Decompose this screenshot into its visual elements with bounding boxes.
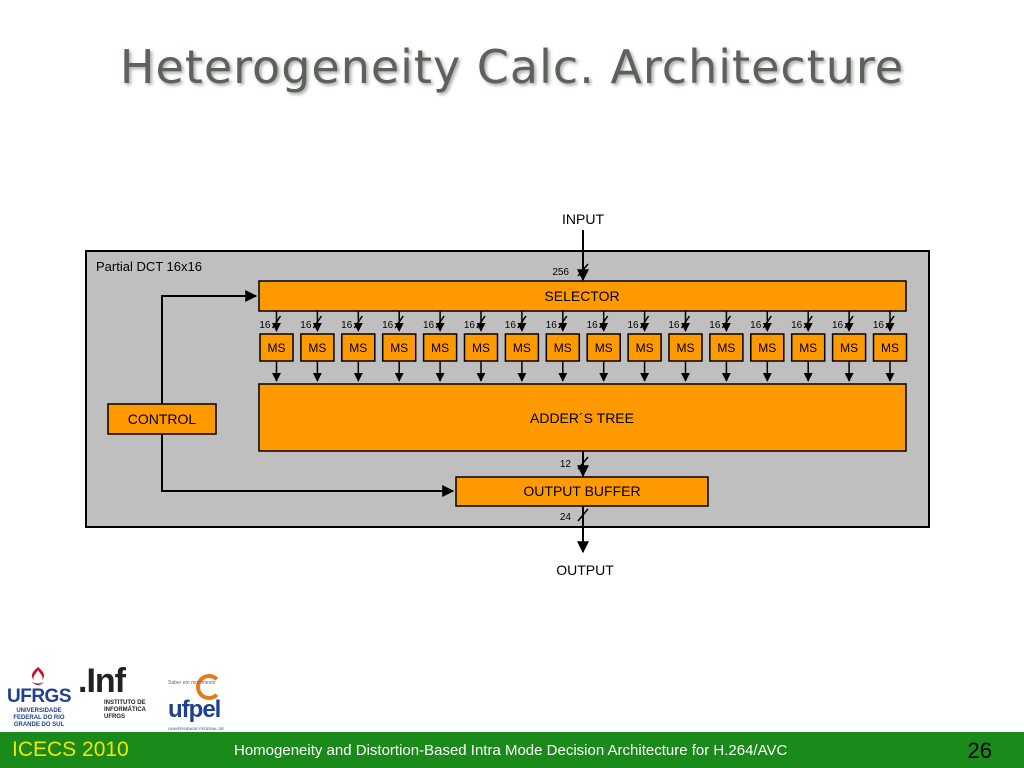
adder-bus-slash bbox=[577, 456, 589, 470]
ms-block bbox=[709, 333, 744, 362]
ms-bus-slash bbox=[353, 315, 363, 329]
ms-bus-slash bbox=[762, 315, 772, 329]
ms-bus-width: 16 bbox=[627, 320, 639, 331]
ms-bus-width: 16 bbox=[587, 320, 599, 331]
ufpel-tagline: Saber em movimento bbox=[168, 680, 216, 686]
ms-block bbox=[750, 333, 785, 362]
ms-bus-slash bbox=[558, 315, 568, 329]
ufrgs-subtitle: UNIVERSIDADE FEDERAL DO RIO GRANDE DO SU… bbox=[13, 708, 65, 728]
ms-bus-slash bbox=[803, 315, 813, 329]
inf-name: .Inf bbox=[78, 662, 126, 700]
ms-bus-width: 16 bbox=[382, 320, 394, 331]
output-buffer-block bbox=[455, 476, 709, 507]
ms-bus-width: 16 bbox=[300, 320, 312, 331]
ms-bus-slash bbox=[517, 315, 527, 329]
ms-bus-width: 16 bbox=[546, 320, 558, 331]
ms-block bbox=[463, 333, 499, 362]
ms-bus-width: 16 bbox=[873, 320, 885, 331]
output-label: OUTPUT bbox=[556, 562, 614, 578]
ms-label: MS bbox=[308, 341, 326, 355]
ms-bus-slash bbox=[435, 315, 445, 329]
ms-label: MS bbox=[390, 341, 408, 355]
ms-label: MS bbox=[268, 341, 286, 355]
ms-label: MS bbox=[840, 341, 858, 355]
ms-block bbox=[831, 333, 867, 362]
footer-conference: ICECS 2010 bbox=[12, 738, 129, 761]
container-label: Partial DCT 16x16 bbox=[96, 259, 202, 274]
output-bus-width: 24 bbox=[560, 512, 572, 523]
ms-label: MS bbox=[758, 341, 776, 355]
output-buffer-label: OUTPUT BUFFER bbox=[523, 483, 640, 499]
ufrgs-name: UFRGS bbox=[7, 686, 72, 707]
ms-label: MS bbox=[677, 341, 695, 355]
ms-bus-slash bbox=[394, 315, 404, 329]
ms-bus-slash bbox=[312, 315, 323, 329]
output-bus-slash bbox=[577, 508, 589, 522]
ms-bus-slash bbox=[271, 315, 282, 329]
ms-label: MS bbox=[349, 341, 367, 355]
slide-title: Heterogeneity Calc. Architecture bbox=[119, 40, 905, 94]
ufrgs-flame-icon bbox=[31, 667, 45, 685]
ms-label: MS bbox=[717, 341, 735, 355]
ms-bus-width: 16 bbox=[341, 320, 353, 331]
adder-tree-label: ADDER´S TREE bbox=[530, 410, 634, 426]
adder-tree-block bbox=[258, 383, 907, 452]
ms-bus-slash bbox=[844, 315, 854, 329]
ms-block bbox=[790, 333, 826, 362]
ms-label: MS bbox=[881, 341, 899, 355]
ms-bus-width: 16 bbox=[791, 320, 803, 331]
footer-paper-title: Homogeneity and Distortion-Based Intra M… bbox=[234, 742, 788, 759]
ms-bus-slash bbox=[680, 315, 691, 329]
ms-block bbox=[381, 333, 417, 362]
inf-subtitle: INSTITUTO DE INFORMÁTICA UFRGS bbox=[104, 700, 146, 720]
footer-bar: ICECS 2010 Homogeneity and Distortion-Ba… bbox=[0, 732, 1024, 768]
ms-bus-width: 16 bbox=[832, 320, 844, 331]
input-label: INPUT bbox=[562, 211, 604, 227]
ms-bus-slash bbox=[885, 315, 895, 329]
ms-bus-width: 16 bbox=[668, 320, 680, 331]
inf-logo: .Inf INSTITUTO DE INFORMÁTICA UFRGS bbox=[78, 662, 168, 728]
ms-bus-width: 16 bbox=[709, 320, 721, 331]
ms-bus-width: 16 bbox=[464, 320, 476, 331]
ms-block bbox=[504, 333, 540, 362]
selector-label: SELECTOR bbox=[544, 288, 619, 304]
ms-label: MS bbox=[636, 341, 654, 355]
control-to-buffer-line bbox=[161, 434, 455, 497]
input-bus-width: 256 bbox=[552, 267, 569, 278]
ms-bus-slash bbox=[599, 315, 609, 329]
ufrgs-logo: UFRGS UNIVERSIDADE FEDERAL DO RIO GRANDE… bbox=[4, 666, 74, 728]
input-bus-slash bbox=[577, 263, 589, 277]
ms-bus-slash bbox=[639, 315, 650, 329]
ufpel-swirl-icon bbox=[196, 674, 222, 700]
control-to-selector-line bbox=[161, 290, 258, 404]
ufpel-logo: Saber em movimento ufpel UNIVERSIDADE FE… bbox=[166, 674, 232, 736]
ms-bus-width: 16 bbox=[259, 320, 271, 331]
ms-label: MS bbox=[431, 341, 449, 355]
control-label: CONTROL bbox=[128, 411, 197, 427]
selector-block bbox=[258, 280, 907, 312]
ufpel-name: ufpel bbox=[168, 696, 221, 723]
footer-page-number: 26 bbox=[967, 738, 992, 763]
ms-bus-width: 16 bbox=[750, 320, 762, 331]
logos-area: UFRGS UNIVERSIDADE FEDERAL DO RIO GRANDE… bbox=[0, 660, 240, 736]
adder-bus-width: 12 bbox=[560, 459, 572, 470]
ms-bus-slash bbox=[476, 315, 486, 329]
ms-block bbox=[545, 333, 581, 362]
ms-bus-width: 16 bbox=[505, 320, 517, 331]
ms-label: MS bbox=[513, 341, 531, 355]
ms-label: MS bbox=[472, 341, 490, 355]
ms-bus-width: 16 bbox=[423, 320, 435, 331]
ms-bus-slash bbox=[721, 315, 732, 329]
ms-label: MS bbox=[799, 341, 817, 355]
ms-label: MS bbox=[595, 341, 613, 355]
ms-label: MS bbox=[554, 341, 572, 355]
